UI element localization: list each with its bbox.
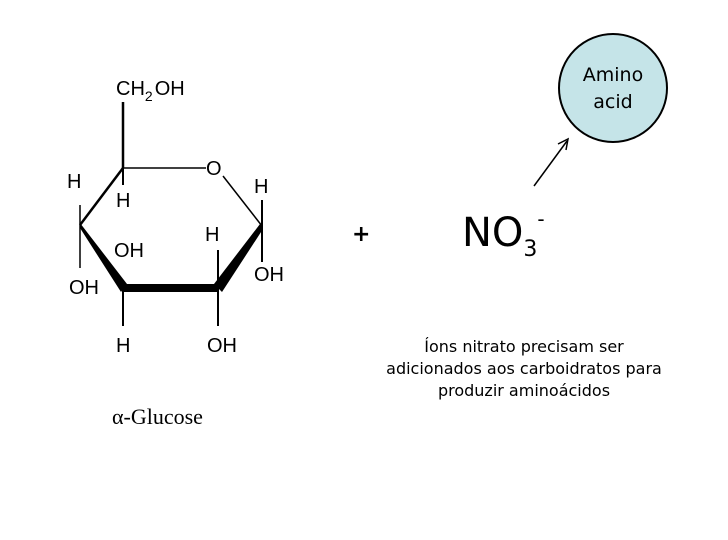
c4-c3-wedge <box>80 223 127 292</box>
amino-acid-line1: Amino <box>583 64 643 86</box>
c2-oh: OH <box>207 335 237 357</box>
c4-oh: OH <box>69 277 99 299</box>
c3-oh: OH <box>114 240 144 262</box>
ring-oxygen: O <box>206 158 222 180</box>
o-c1-bond <box>222 175 263 227</box>
amino-acid-line2: acid <box>593 91 632 113</box>
arrow-head-icon <box>557 137 570 151</box>
c1-h: H <box>254 176 268 198</box>
glucose-name: α-Glucose <box>112 404 203 429</box>
arrow-line <box>533 140 568 187</box>
c3-h: H <box>116 335 130 357</box>
c5-c4-bond <box>79 167 124 226</box>
c5-h-below: H <box>116 190 130 212</box>
glucose-structure <box>79 102 263 326</box>
caption: Íons nitrato precisam ser adicionados ao… <box>344 336 704 402</box>
amino-acid-circle <box>558 33 668 143</box>
caption-line: Íons nitrato precisam ser <box>424 337 624 356</box>
plus-sign: + <box>352 222 370 247</box>
c2-c1-wedge <box>214 224 263 292</box>
caption-line: adicionados aos carboidratos para <box>386 359 662 378</box>
nitrate-formula: NO3- <box>462 207 545 262</box>
caption-line: produzir aminoácidos <box>437 381 611 400</box>
c2-h: H <box>205 224 219 246</box>
c5-h-left: H <box>67 171 81 193</box>
c1-oh: OH <box>254 264 284 286</box>
